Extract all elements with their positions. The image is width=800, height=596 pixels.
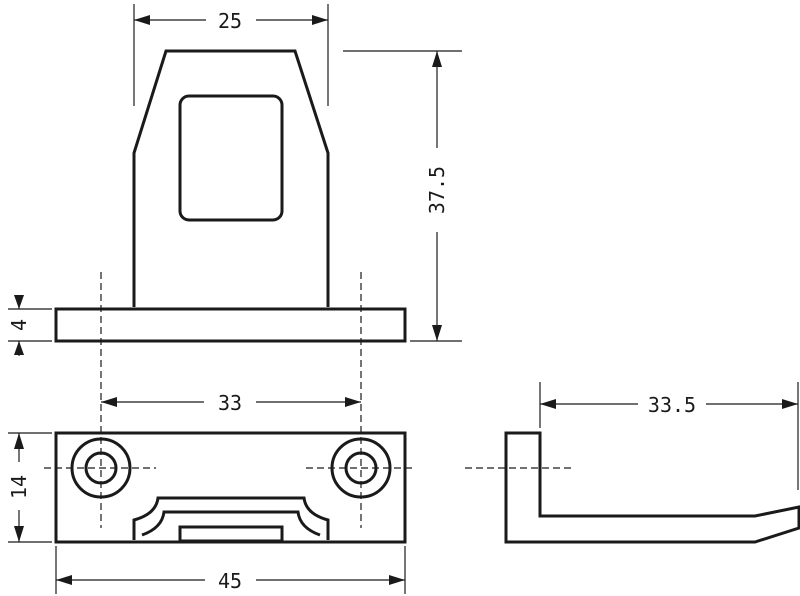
top-view xyxy=(44,431,416,544)
dimension-flange-thickness: 4 xyxy=(7,295,52,356)
dimension-width-top: 25 xyxy=(133,4,329,106)
front-view-window xyxy=(178,94,284,222)
dimension-hole-spacing-label: 33 xyxy=(218,391,242,415)
dimension-height-total-label: 37.5 xyxy=(425,166,449,214)
top-view-tongue-inner xyxy=(141,510,321,537)
dimension-base-height: 14 xyxy=(7,432,52,543)
dimension-base-height-label: 14 xyxy=(7,475,31,499)
front-view-body xyxy=(132,49,330,307)
top-view-tongue xyxy=(132,496,330,540)
dimension-side-depth: 33.5 xyxy=(539,382,799,490)
dimension-flange-thickness-label: 4 xyxy=(7,319,31,331)
dimension-height-total: 37.5 xyxy=(343,50,462,342)
side-view xyxy=(465,431,800,544)
dimension-base-width-label: 45 xyxy=(218,569,242,593)
dimension-base-width: 45 xyxy=(55,546,406,594)
front-view xyxy=(54,49,407,343)
side-view-profile xyxy=(504,431,800,544)
dimension-hole-spacing: 33 xyxy=(100,272,362,528)
dimension-side-depth-label: 33.5 xyxy=(648,393,696,417)
top-view-slot xyxy=(178,525,284,543)
front-view-flange xyxy=(54,307,407,343)
dimension-width-top-label: 25 xyxy=(218,9,242,33)
